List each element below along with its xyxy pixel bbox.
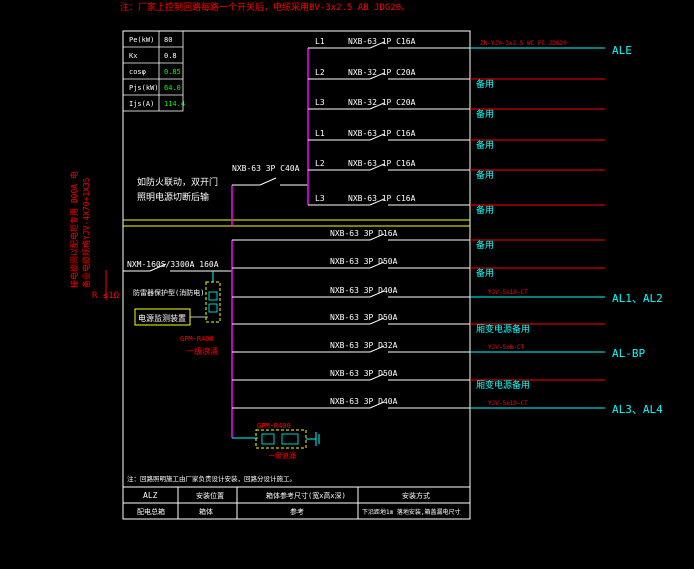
breaker-contact bbox=[369, 163, 385, 171]
feeder-note-1: 接电缆间以配电柜专用 B00A 电 bbox=[69, 171, 79, 288]
footer-cell: 箱体参考尺寸(宽x高x深) bbox=[266, 491, 346, 500]
breaker-contact bbox=[369, 198, 385, 206]
spd-element bbox=[208, 291, 218, 301]
load-name: AL3、AL4 bbox=[612, 403, 663, 416]
spd-element bbox=[208, 303, 218, 313]
load-name: 备用 bbox=[476, 267, 494, 279]
breaker-contact bbox=[369, 290, 385, 298]
param-key: Pe(kW) bbox=[129, 36, 154, 44]
bottom-device-sub: 一级浪涌 bbox=[268, 451, 296, 460]
phase-label: L2 bbox=[315, 68, 325, 77]
cable-spec: ZR-YJV-3x2.5 WC FC JDG20 bbox=[480, 40, 567, 47]
breaker-contact bbox=[369, 373, 385, 381]
load-name: ALE bbox=[612, 44, 632, 57]
breaker-label: NXB-63 3P D40A bbox=[330, 286, 398, 295]
spd-name: GPM-R400 bbox=[180, 335, 214, 343]
spd-sub: 一级浪涌 bbox=[186, 346, 218, 356]
breaker-label: NXB-32 1P C20A bbox=[348, 98, 416, 107]
breaker-label: NXB-63 3P D50A bbox=[330, 369, 398, 378]
breaker-label: NXB-63 3P D32A bbox=[330, 341, 398, 350]
load-name: 备用 bbox=[476, 204, 494, 216]
load-name: 备用 bbox=[476, 139, 494, 151]
spd-device bbox=[205, 281, 221, 323]
load-name: 备用 bbox=[476, 108, 494, 120]
cable-spec: YJV-5x10-CT bbox=[488, 289, 528, 296]
spd-note: 防雷器保护型(消防电) bbox=[133, 288, 204, 297]
breaker-contact bbox=[369, 261, 385, 269]
breaker-label: NXB-63 3P D50A bbox=[330, 313, 398, 322]
breaker-label: NXB-63 3P D16A bbox=[330, 229, 398, 238]
breaker-label: NXB-63 1P C16A bbox=[348, 194, 416, 203]
breaker-label: NXB-32 1P C20A bbox=[348, 68, 416, 77]
panel-frame bbox=[122, 30, 471, 520]
bottom-device-name: GPM-R400 bbox=[257, 422, 291, 430]
breaker-contact bbox=[369, 345, 385, 353]
branch-breaker-contact bbox=[259, 177, 277, 186]
footer-cell: 安装位置 bbox=[196, 491, 224, 500]
breaker-label: NXB-63 3P D40A bbox=[330, 397, 398, 406]
footer-cell: 配电总箱 bbox=[137, 507, 165, 516]
bottom-device-element bbox=[281, 433, 299, 445]
footer-cell: 参考 bbox=[290, 507, 304, 516]
breaker-contact bbox=[369, 102, 385, 110]
phase-label: L1 bbox=[315, 37, 325, 46]
param-key: Kx bbox=[129, 52, 137, 60]
bottom-device-frame bbox=[255, 429, 307, 449]
main-breaker-label: NXM-160S/3300A 160A bbox=[127, 260, 219, 269]
param-key: Pjs(kW) bbox=[129, 84, 159, 92]
breaker-label: NXB-63 1P C16A bbox=[348, 159, 416, 168]
phase-label: L3 bbox=[315, 194, 325, 203]
param-key: cosφ bbox=[129, 68, 146, 76]
phase-label: L3 bbox=[315, 98, 325, 107]
load-name: 备用 bbox=[476, 169, 494, 181]
breaker-label: NXB-63 1P C16A bbox=[348, 129, 416, 138]
breaker-label: NXB-63 3P D50A bbox=[330, 257, 398, 266]
cable-spec: YJV-5x10-CT bbox=[488, 400, 528, 407]
footer-cell: 下沿距地1m 落地安装,箱盖漏电尺寸 bbox=[362, 508, 460, 516]
footer-table: ALZ 安装位置 箱体参考尺寸(宽x高x深) 安装方式 配电总箱 箱体 参考 下… bbox=[123, 486, 470, 519]
load-name: 备用 bbox=[476, 239, 494, 251]
lower-circuits: NXB-63 3P D16A 备用 NXB-63 3P D50A 备用 NXB-63 3… bbox=[232, 229, 663, 416]
parameter-table: Pe(kW) 80 Kx 0.8 cosφ 0.85 Pjs(kW) 64.0 … bbox=[122, 30, 185, 112]
load-name: 备用 bbox=[476, 78, 494, 90]
footer-note: 注：回路照明施工由厂家负责设计安装，回路分设计施工。 bbox=[127, 474, 296, 483]
footer-cell: 箱体 bbox=[199, 507, 213, 516]
load-name: AL1、AL2 bbox=[612, 292, 663, 305]
load-name: AL-BP bbox=[612, 347, 645, 360]
load-name: 厢变电源备用 bbox=[476, 379, 530, 391]
fire-interlock-note-1: 如防火联动，双开门 bbox=[137, 176, 218, 188]
param-value: 64.0 bbox=[164, 84, 181, 92]
breaker-label: NXB-63 1P C16A bbox=[348, 37, 416, 46]
meter-box-label: 电源监测装置 bbox=[138, 313, 186, 323]
breaker-contact bbox=[369, 72, 385, 80]
breaker-contact bbox=[369, 233, 385, 241]
header-note: 注：厂家上控制回路每路一个开关后，电缆采用BV-3x2.5 AB JDG20。 bbox=[120, 1, 410, 13]
footer-cell: ALZ bbox=[143, 491, 158, 500]
cable-spec: YJV-5x6-CT bbox=[488, 344, 525, 351]
breaker-contact bbox=[369, 41, 385, 49]
param-value: 80 bbox=[164, 36, 172, 44]
branch-breaker-label: NXB-63 3P C40A bbox=[232, 164, 300, 173]
fire-interlock-note-2: 照明电源切断后输 bbox=[137, 191, 209, 203]
feeder-note-2: 备业电缆规格YJV-4X70+1X35 bbox=[81, 177, 91, 288]
main-breaker-contact bbox=[149, 263, 167, 272]
param-key: Ijs(A) bbox=[129, 100, 154, 108]
footer-cell: 安装方式 bbox=[402, 491, 430, 500]
breaker-contact bbox=[369, 317, 385, 325]
param-value: 114.4 bbox=[164, 100, 185, 108]
phase-label: L2 bbox=[315, 159, 325, 168]
param-value: 0.85 bbox=[164, 68, 181, 76]
bottom-device-element bbox=[261, 433, 275, 445]
load-name: 厢变电源备用 bbox=[476, 323, 530, 335]
phase-label: L1 bbox=[315, 129, 325, 138]
param-value: 0.8 bbox=[164, 52, 177, 60]
breaker-contact bbox=[369, 133, 385, 141]
breaker-contact bbox=[369, 401, 385, 409]
